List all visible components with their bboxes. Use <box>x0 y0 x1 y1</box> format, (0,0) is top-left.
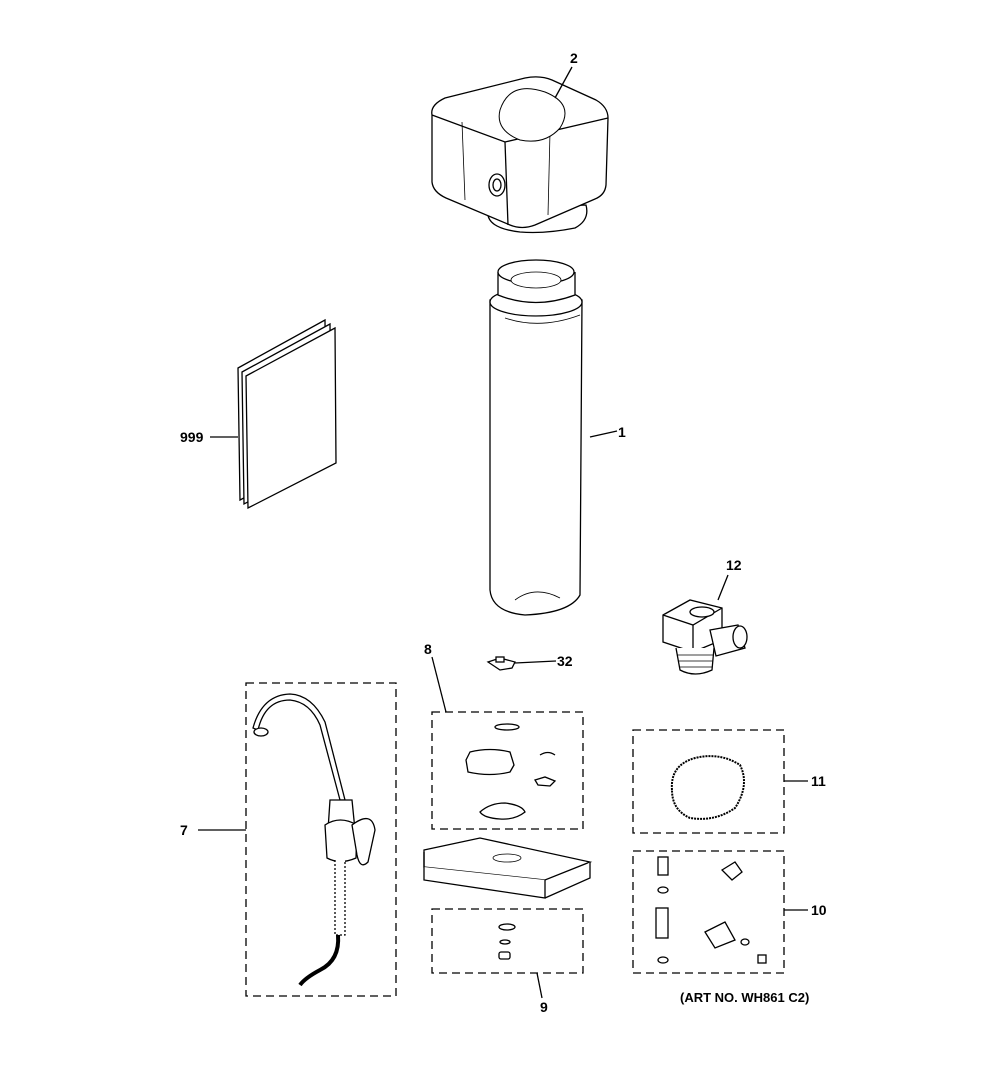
clip-part-32[interactable] <box>486 656 516 671</box>
kit-11-contents <box>670 755 745 820</box>
elbow-fitting-part-12[interactable] <box>662 599 748 675</box>
faucet-kit-box-7[interactable] <box>245 682 397 997</box>
callout-9[interactable]: 9 <box>540 999 548 1015</box>
callout-999[interactable]: 999 <box>180 429 204 445</box>
mounting-template[interactable] <box>423 837 593 899</box>
kit-9-contents <box>498 923 516 960</box>
filter-cartridge-part-1[interactable] <box>489 259 583 616</box>
leader-line-1 <box>589 430 618 438</box>
callout-1[interactable]: 1 <box>618 424 626 440</box>
callout-8[interactable]: 8 <box>424 641 432 657</box>
filter-head-part-2[interactable] <box>431 76 609 234</box>
art-number: (ART NO. WH861 C2) <box>680 990 810 1005</box>
kit-8-contents <box>465 723 557 820</box>
kit-box-10[interactable] <box>632 850 785 974</box>
callout-12[interactable]: 12 <box>726 557 742 573</box>
kit-box-9[interactable] <box>431 908 584 974</box>
callout-32[interactable]: 32 <box>557 653 573 669</box>
leader-line-32 <box>514 660 557 664</box>
kit-box-8[interactable] <box>431 711 584 830</box>
leader-line-12 <box>717 574 729 601</box>
kit-10-contents <box>655 856 767 964</box>
callout-7[interactable]: 7 <box>180 822 188 838</box>
leader-line-8 <box>431 656 447 713</box>
manual-part-999[interactable] <box>237 318 337 510</box>
faucet-drawing <box>252 693 376 987</box>
callout-11[interactable]: 11 <box>811 773 826 789</box>
callout-10[interactable]: 10 <box>811 902 827 918</box>
callout-2[interactable]: 2 <box>570 50 578 66</box>
leader-line-9 <box>536 972 543 999</box>
leader-line-2 <box>554 66 573 99</box>
